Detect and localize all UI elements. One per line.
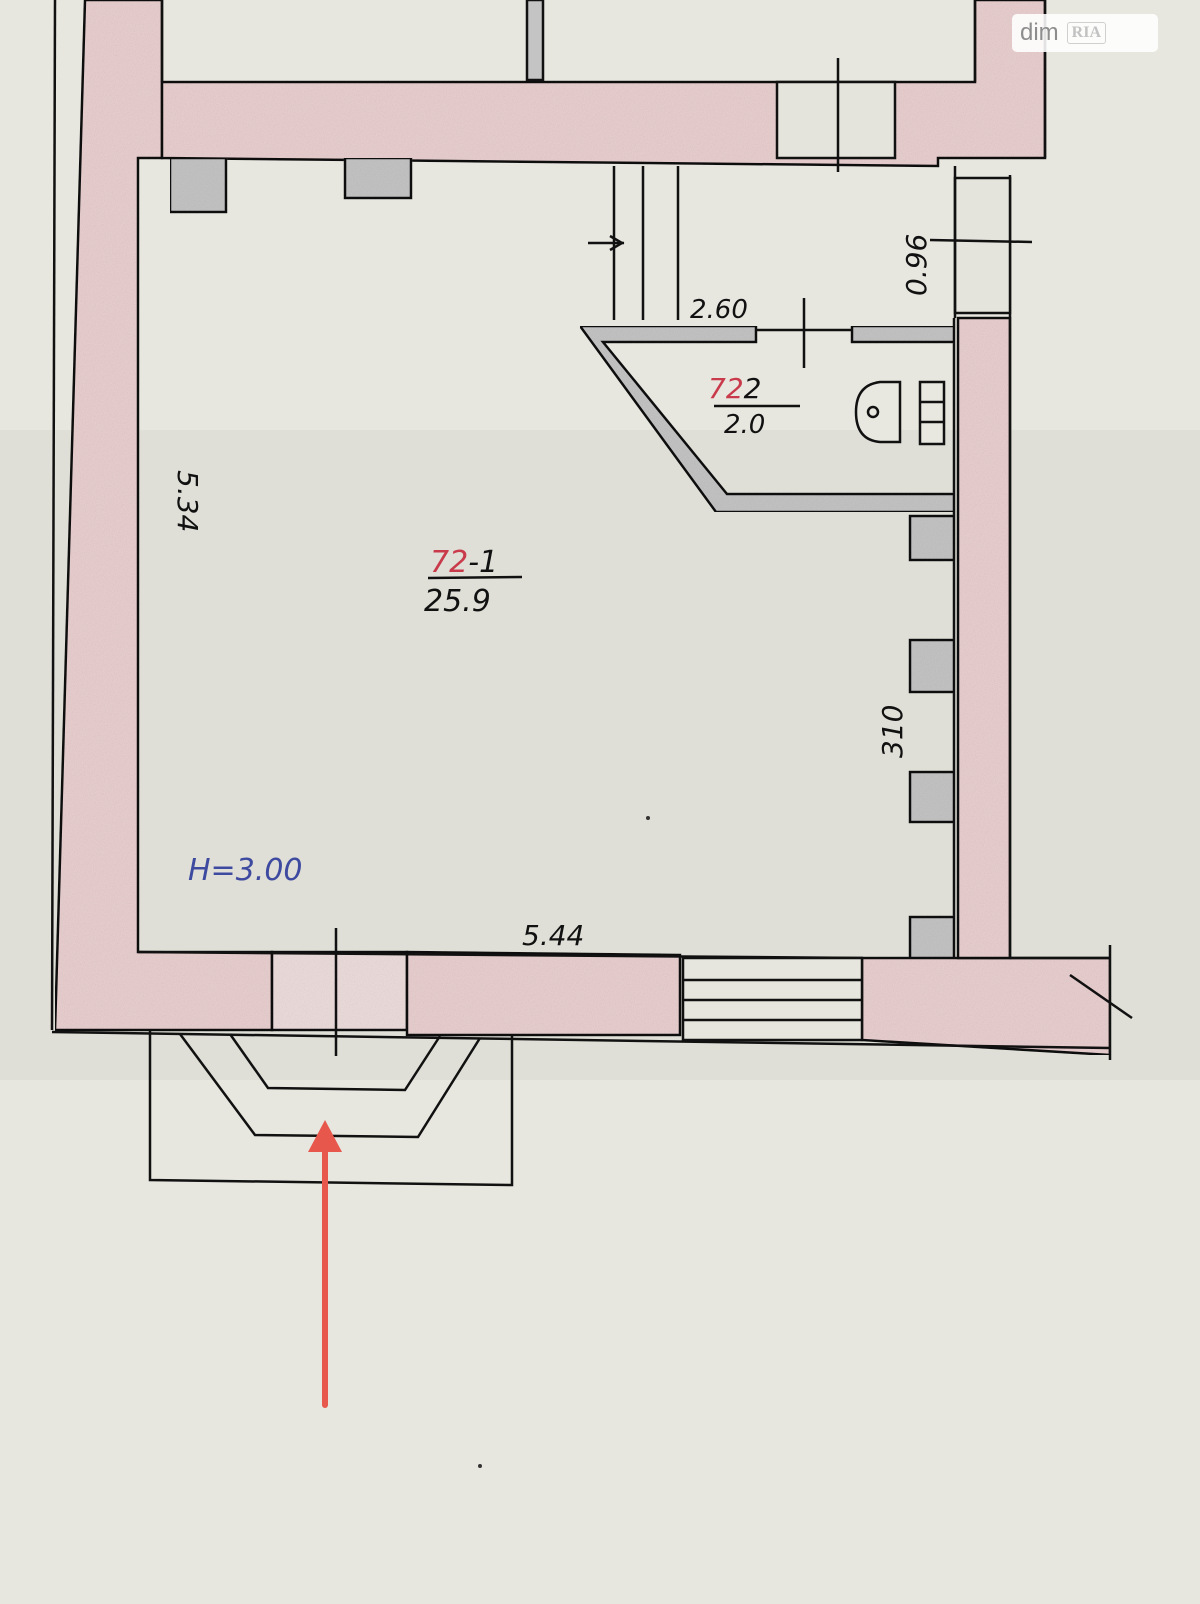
- pilaster: [343, 156, 413, 200]
- porch-step-inner: [228, 1033, 442, 1092]
- bottom-wall-door-segment: [270, 950, 409, 1032]
- room-1-fraction-line: [427, 575, 523, 580]
- room-1-area: 25.9: [424, 584, 491, 619]
- pilasters: [168, 156, 956, 960]
- entrance-arrow-icon: [308, 1120, 342, 1408]
- dim-slash-bottom-right: [1069, 973, 1133, 1020]
- top-wall: [160, 0, 1047, 168]
- top-window-opening: [775, 80, 897, 160]
- pilaster: [908, 638, 956, 694]
- right-opening-box: [953, 176, 1012, 315]
- pencil-dot: [478, 1464, 482, 1468]
- toilet-icon: [854, 380, 946, 446]
- outer-left-line: [50, 0, 57, 1031]
- bottom-wall-right: [860, 956, 1112, 1057]
- upper-partition: [525, 0, 545, 82]
- right-opening: [929, 166, 1033, 318]
- wc-diagonal-wall: [577, 324, 956, 514]
- right-wall: [956, 316, 1012, 960]
- wc-door: [756, 298, 852, 368]
- dimension-5-44: 5.44: [522, 919, 584, 952]
- wc-top-wall-right: [850, 324, 956, 344]
- pilaster: [168, 156, 228, 214]
- outer-bottom-line: [51, 1030, 1111, 1050]
- top-window: [775, 58, 897, 172]
- pencil-dot: [646, 816, 650, 820]
- pilaster: [908, 514, 956, 562]
- room-1-number: 72-1: [430, 545, 498, 580]
- room-1-label: 72-1 25.9: [424, 545, 523, 619]
- ceiling-height: H=3.00: [188, 853, 303, 888]
- dim-line-0-96: [929, 238, 1033, 244]
- watermark-brand: dim: [1020, 19, 1059, 46]
- toilet-tank: [918, 380, 946, 446]
- dimension-5-34: 5.34: [171, 470, 204, 532]
- porch-step-outer: [178, 1033, 482, 1139]
- dimension-310: 310: [876, 705, 909, 758]
- bottom-wall-middle: [405, 950, 682, 1037]
- watermark-logo: dim RIA: [1012, 14, 1158, 52]
- toilet-drain: [866, 405, 880, 419]
- pilaster: [908, 770, 956, 824]
- watermark-sub: RIA: [1066, 22, 1107, 44]
- porch-outline: [148, 1030, 514, 1187]
- room-2-label: 722 2.0: [708, 372, 800, 440]
- entrance-porch: [148, 1030, 514, 1187]
- dim-arrow-head: [609, 234, 625, 252]
- corridor-lines: [588, 166, 680, 320]
- dimension-2-60: 2.60: [690, 295, 748, 325]
- dimension-0-96: 0.96: [900, 234, 933, 296]
- room-2-number: 722: [708, 372, 761, 405]
- stairs: [681, 956, 864, 1042]
- wc-partition: [577, 324, 956, 514]
- pilaster: [908, 915, 956, 960]
- arrow-head: [308, 1120, 342, 1152]
- upper-rooms: [160, 0, 977, 82]
- room-2-area: 2.0: [724, 410, 765, 440]
